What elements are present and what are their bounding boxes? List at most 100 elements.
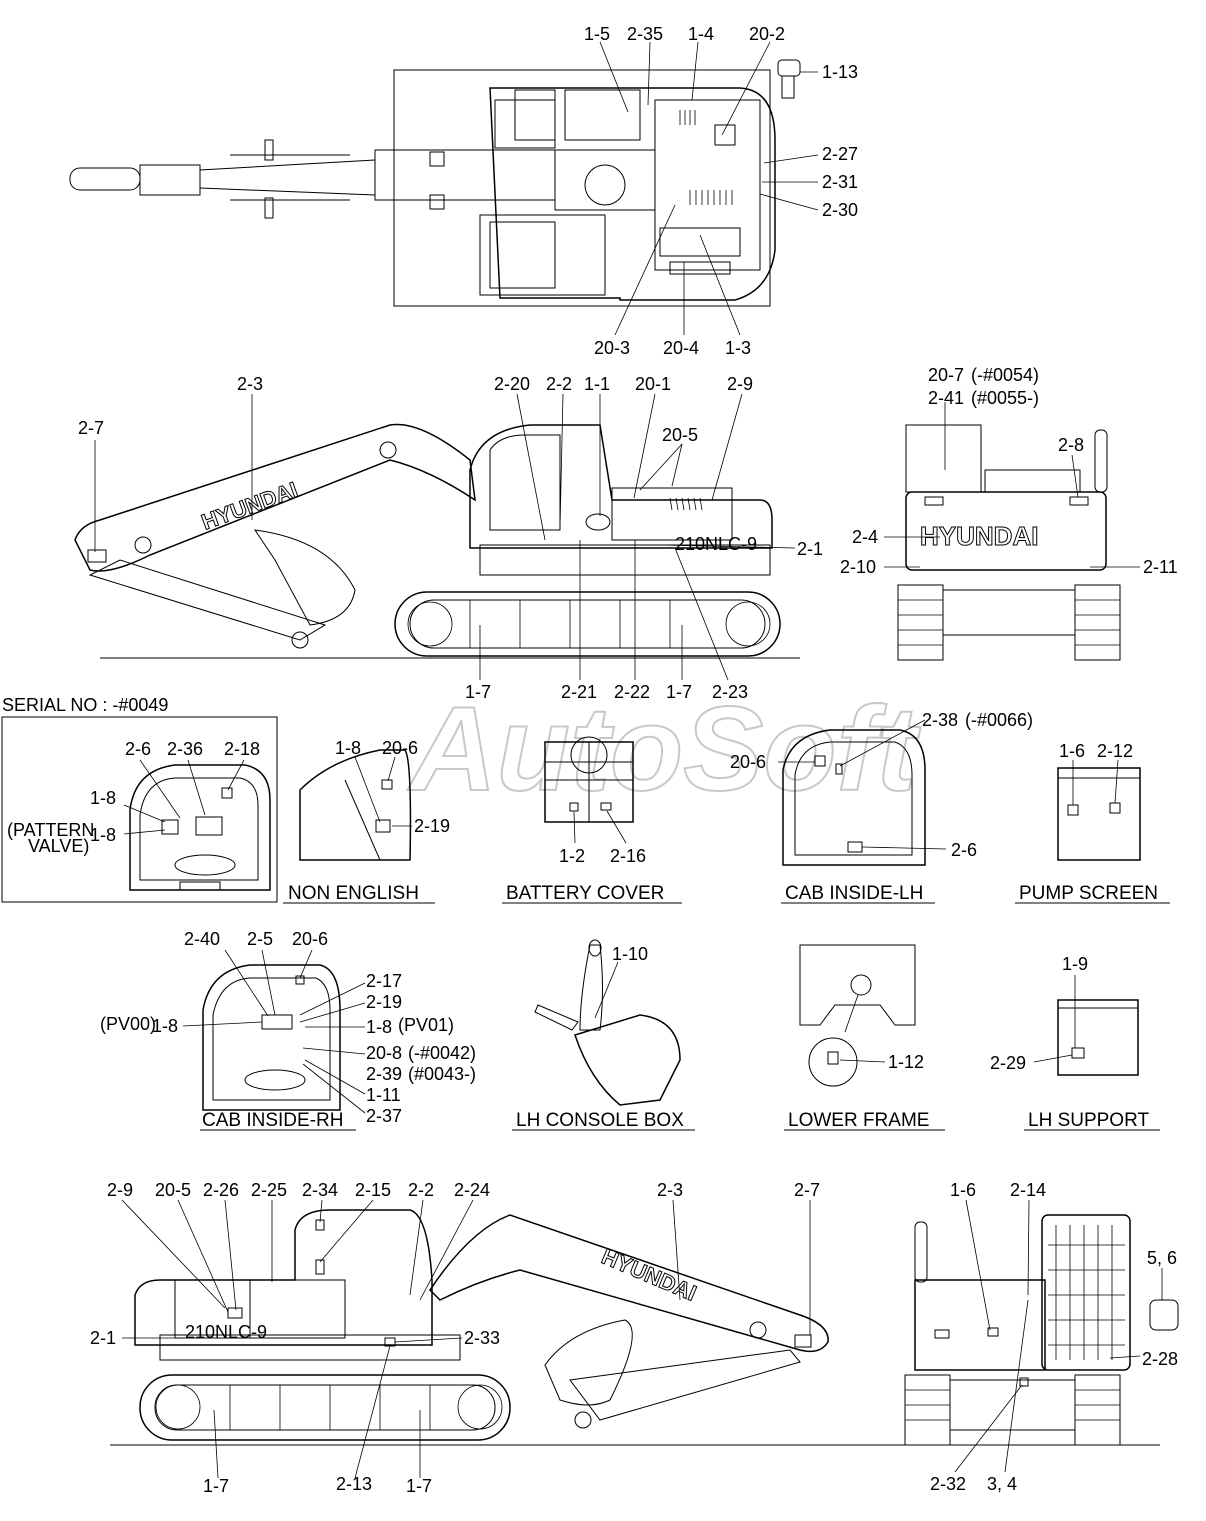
callout-2-14: 2-14 bbox=[1010, 1180, 1046, 1200]
callout-20-2: 20-2 bbox=[749, 24, 785, 44]
lh-console-box-callouts: 1-10 bbox=[612, 944, 648, 964]
callout-2-34: 2-34 bbox=[302, 1180, 338, 1200]
right-model-badge: 210NLC-9 bbox=[185, 1322, 267, 1342]
cab-inside-lh-drawing bbox=[778, 719, 947, 904]
callout-1-11: 1-11 bbox=[366, 1085, 401, 1105]
pv00-label: (PV00) bbox=[100, 1014, 156, 1034]
callout-2-29: 2-29 bbox=[990, 1053, 1026, 1073]
callout-2-20: 2-20 bbox=[494, 374, 530, 394]
serial-box-callouts: 2-6 2-36 2-18 1-8 (PATTERN 1-8 VALVE) bbox=[7, 739, 260, 856]
pv01-label: (PV01) bbox=[398, 1015, 454, 1035]
callout-2-15: 2-15 bbox=[355, 1180, 391, 1200]
lh-support-drawing bbox=[1024, 975, 1160, 1131]
callout-1-2: 1-2 bbox=[559, 846, 585, 866]
callout-20-7-range: (-#0054) bbox=[971, 365, 1039, 385]
callout-1-6-pump: 1-6 bbox=[1059, 741, 1085, 761]
caption-lower-frame: LOWER FRAME bbox=[788, 1110, 929, 1131]
callout-20-7: 20-7 bbox=[928, 365, 964, 385]
callout-2-19-nonenglish: 2-19 bbox=[414, 816, 450, 836]
callout-1-5: 1-5 bbox=[584, 24, 610, 44]
callout-2-6-serial: 2-6 bbox=[125, 739, 151, 759]
callout-2-35: 2-35 bbox=[627, 24, 663, 44]
callout-1-10: 1-10 bbox=[612, 944, 648, 964]
rear-brand-text: HYUNDAI bbox=[920, 521, 1038, 551]
callout-2-16: 2-16 bbox=[610, 846, 646, 866]
callout-20-8-range: (-#0042) bbox=[408, 1043, 476, 1063]
callout-1-7-right-b: 1-7 bbox=[406, 1476, 432, 1496]
pattern-valve-line1: (PATTERN bbox=[7, 820, 94, 840]
callout-1-7-left-a: 1-7 bbox=[465, 682, 491, 702]
callout-2-39: 2-39 bbox=[366, 1064, 402, 1084]
callout-2-38: 2-38 bbox=[922, 710, 958, 730]
callout-2-8: 2-8 bbox=[1058, 435, 1084, 455]
callout-3-4: 3, 4 bbox=[987, 1474, 1017, 1494]
callout-2-25: 2-25 bbox=[251, 1180, 287, 1200]
callout-2-41: 2-41 bbox=[928, 388, 964, 408]
callout-2-13: 2-13 bbox=[336, 1474, 372, 1494]
pattern-valve-line2: VALVE) bbox=[28, 836, 89, 856]
callout-2-1-right: 2-1 bbox=[90, 1328, 116, 1348]
callout-2-5: 2-5 bbox=[247, 929, 273, 949]
callout-2-7: 2-7 bbox=[78, 418, 104, 438]
callout-1-8-nonenglish: 1-8 bbox=[335, 738, 361, 758]
callout-2-4: 2-4 bbox=[852, 527, 878, 547]
caption-cab-inside-lh: CAB INSIDE-LH bbox=[785, 883, 923, 904]
callout-2-9: 2-9 bbox=[727, 374, 753, 394]
cab-inside-rh-drawing bbox=[182, 949, 366, 1131]
callout-2-18: 2-18 bbox=[224, 739, 260, 759]
pump-screen-callouts: 1-6 2-12 bbox=[1059, 741, 1133, 761]
callout-2-3-right: 2-3 bbox=[657, 1180, 683, 1200]
callout-2-28: 2-28 bbox=[1142, 1349, 1178, 1369]
serial-box-drawing bbox=[1, 716, 278, 903]
left-side-drawing: HYUNDAI bbox=[74, 393, 800, 681]
callout-1-8-serial-a: 1-8 bbox=[90, 788, 116, 808]
front-view-drawing bbox=[880, 1199, 1179, 1473]
callout-1-13: 1-13 bbox=[822, 62, 858, 82]
callout-20-3: 20-3 bbox=[594, 338, 630, 358]
caption-pump-screen: PUMP SCREEN bbox=[1019, 883, 1158, 904]
callout-2-27: 2-27 bbox=[822, 144, 858, 164]
callout-1-8-serial-b: 1-8 bbox=[90, 825, 116, 845]
callout-20-6-cablh: 20-6 bbox=[730, 752, 766, 772]
callout-2-7-right: 2-7 bbox=[794, 1180, 820, 1200]
callout-1-8-cabrh-a: 1-8 bbox=[152, 1016, 178, 1036]
callout-20-5: 20-5 bbox=[662, 425, 698, 445]
callout-5-6: 5, 6 bbox=[1147, 1248, 1177, 1268]
caption-battery-cover: BATTERY COVER bbox=[506, 883, 664, 904]
callout-2-37: 2-37 bbox=[366, 1106, 402, 1126]
callout-2-30: 2-30 bbox=[822, 200, 858, 220]
pump-screen-drawing bbox=[1015, 759, 1170, 904]
callout-2-38-range: (-#0066) bbox=[965, 710, 1033, 730]
non-english-callouts: 1-8 20-6 2-19 bbox=[335, 738, 450, 836]
lower-frame-callouts: 1-12 bbox=[888, 1052, 924, 1072]
callout-2-11: 2-11 bbox=[1143, 557, 1178, 577]
front-view-callouts: 1-6 2-14 5, 6 2-28 2-32 3, 4 bbox=[930, 1180, 1178, 1494]
left-side-callouts: 2-7 2-3 2-20 2-2 1-1 20-1 2-9 20-5 2-1 1… bbox=[78, 374, 823, 702]
caption-cab-inside-rh: CAB INSIDE-RH bbox=[202, 1110, 343, 1131]
callout-1-4: 1-4 bbox=[688, 24, 714, 44]
callout-2-24: 2-24 bbox=[454, 1180, 490, 1200]
callout-2-21: 2-21 bbox=[561, 682, 597, 702]
lh-support-callouts: 1-9 2-29 bbox=[990, 954, 1088, 1073]
rear-view-drawing: HYUNDAI bbox=[884, 402, 1140, 661]
callout-2-9-right: 2-9 bbox=[107, 1180, 133, 1200]
callout-2-3: 2-3 bbox=[237, 374, 263, 394]
top-view-drawing bbox=[69, 41, 819, 336]
callout-2-1: 2-1 bbox=[797, 539, 823, 559]
callout-1-7-left-b: 1-7 bbox=[666, 682, 692, 702]
callout-2-10: 2-10 bbox=[840, 557, 876, 577]
callout-20-8: 20-8 bbox=[366, 1043, 402, 1063]
callout-2-33: 2-33 bbox=[464, 1328, 500, 1348]
right-side-callouts: 2-9 20-5 2-26 2-25 2-34 2-15 2-2 2-24 2-… bbox=[90, 1180, 820, 1496]
callout-2-41-range: (#0055-) bbox=[971, 388, 1039, 408]
caption-lh-support: LH SUPPORT bbox=[1028, 1110, 1149, 1131]
callout-20-6-nonenglish: 20-6 bbox=[382, 738, 418, 758]
callout-1-12: 1-12 bbox=[888, 1052, 924, 1072]
callout-2-17: 2-17 bbox=[366, 971, 402, 991]
callout-2-2: 2-2 bbox=[546, 374, 572, 394]
callout-1-8-cabrh-b: 1-8 bbox=[366, 1017, 392, 1037]
top-view-callouts: 1-5 2-35 1-4 20-2 1-13 2-27 2-31 2-30 20… bbox=[584, 24, 858, 358]
callout-2-12: 2-12 bbox=[1097, 741, 1133, 761]
non-english-drawing bbox=[283, 749, 435, 904]
